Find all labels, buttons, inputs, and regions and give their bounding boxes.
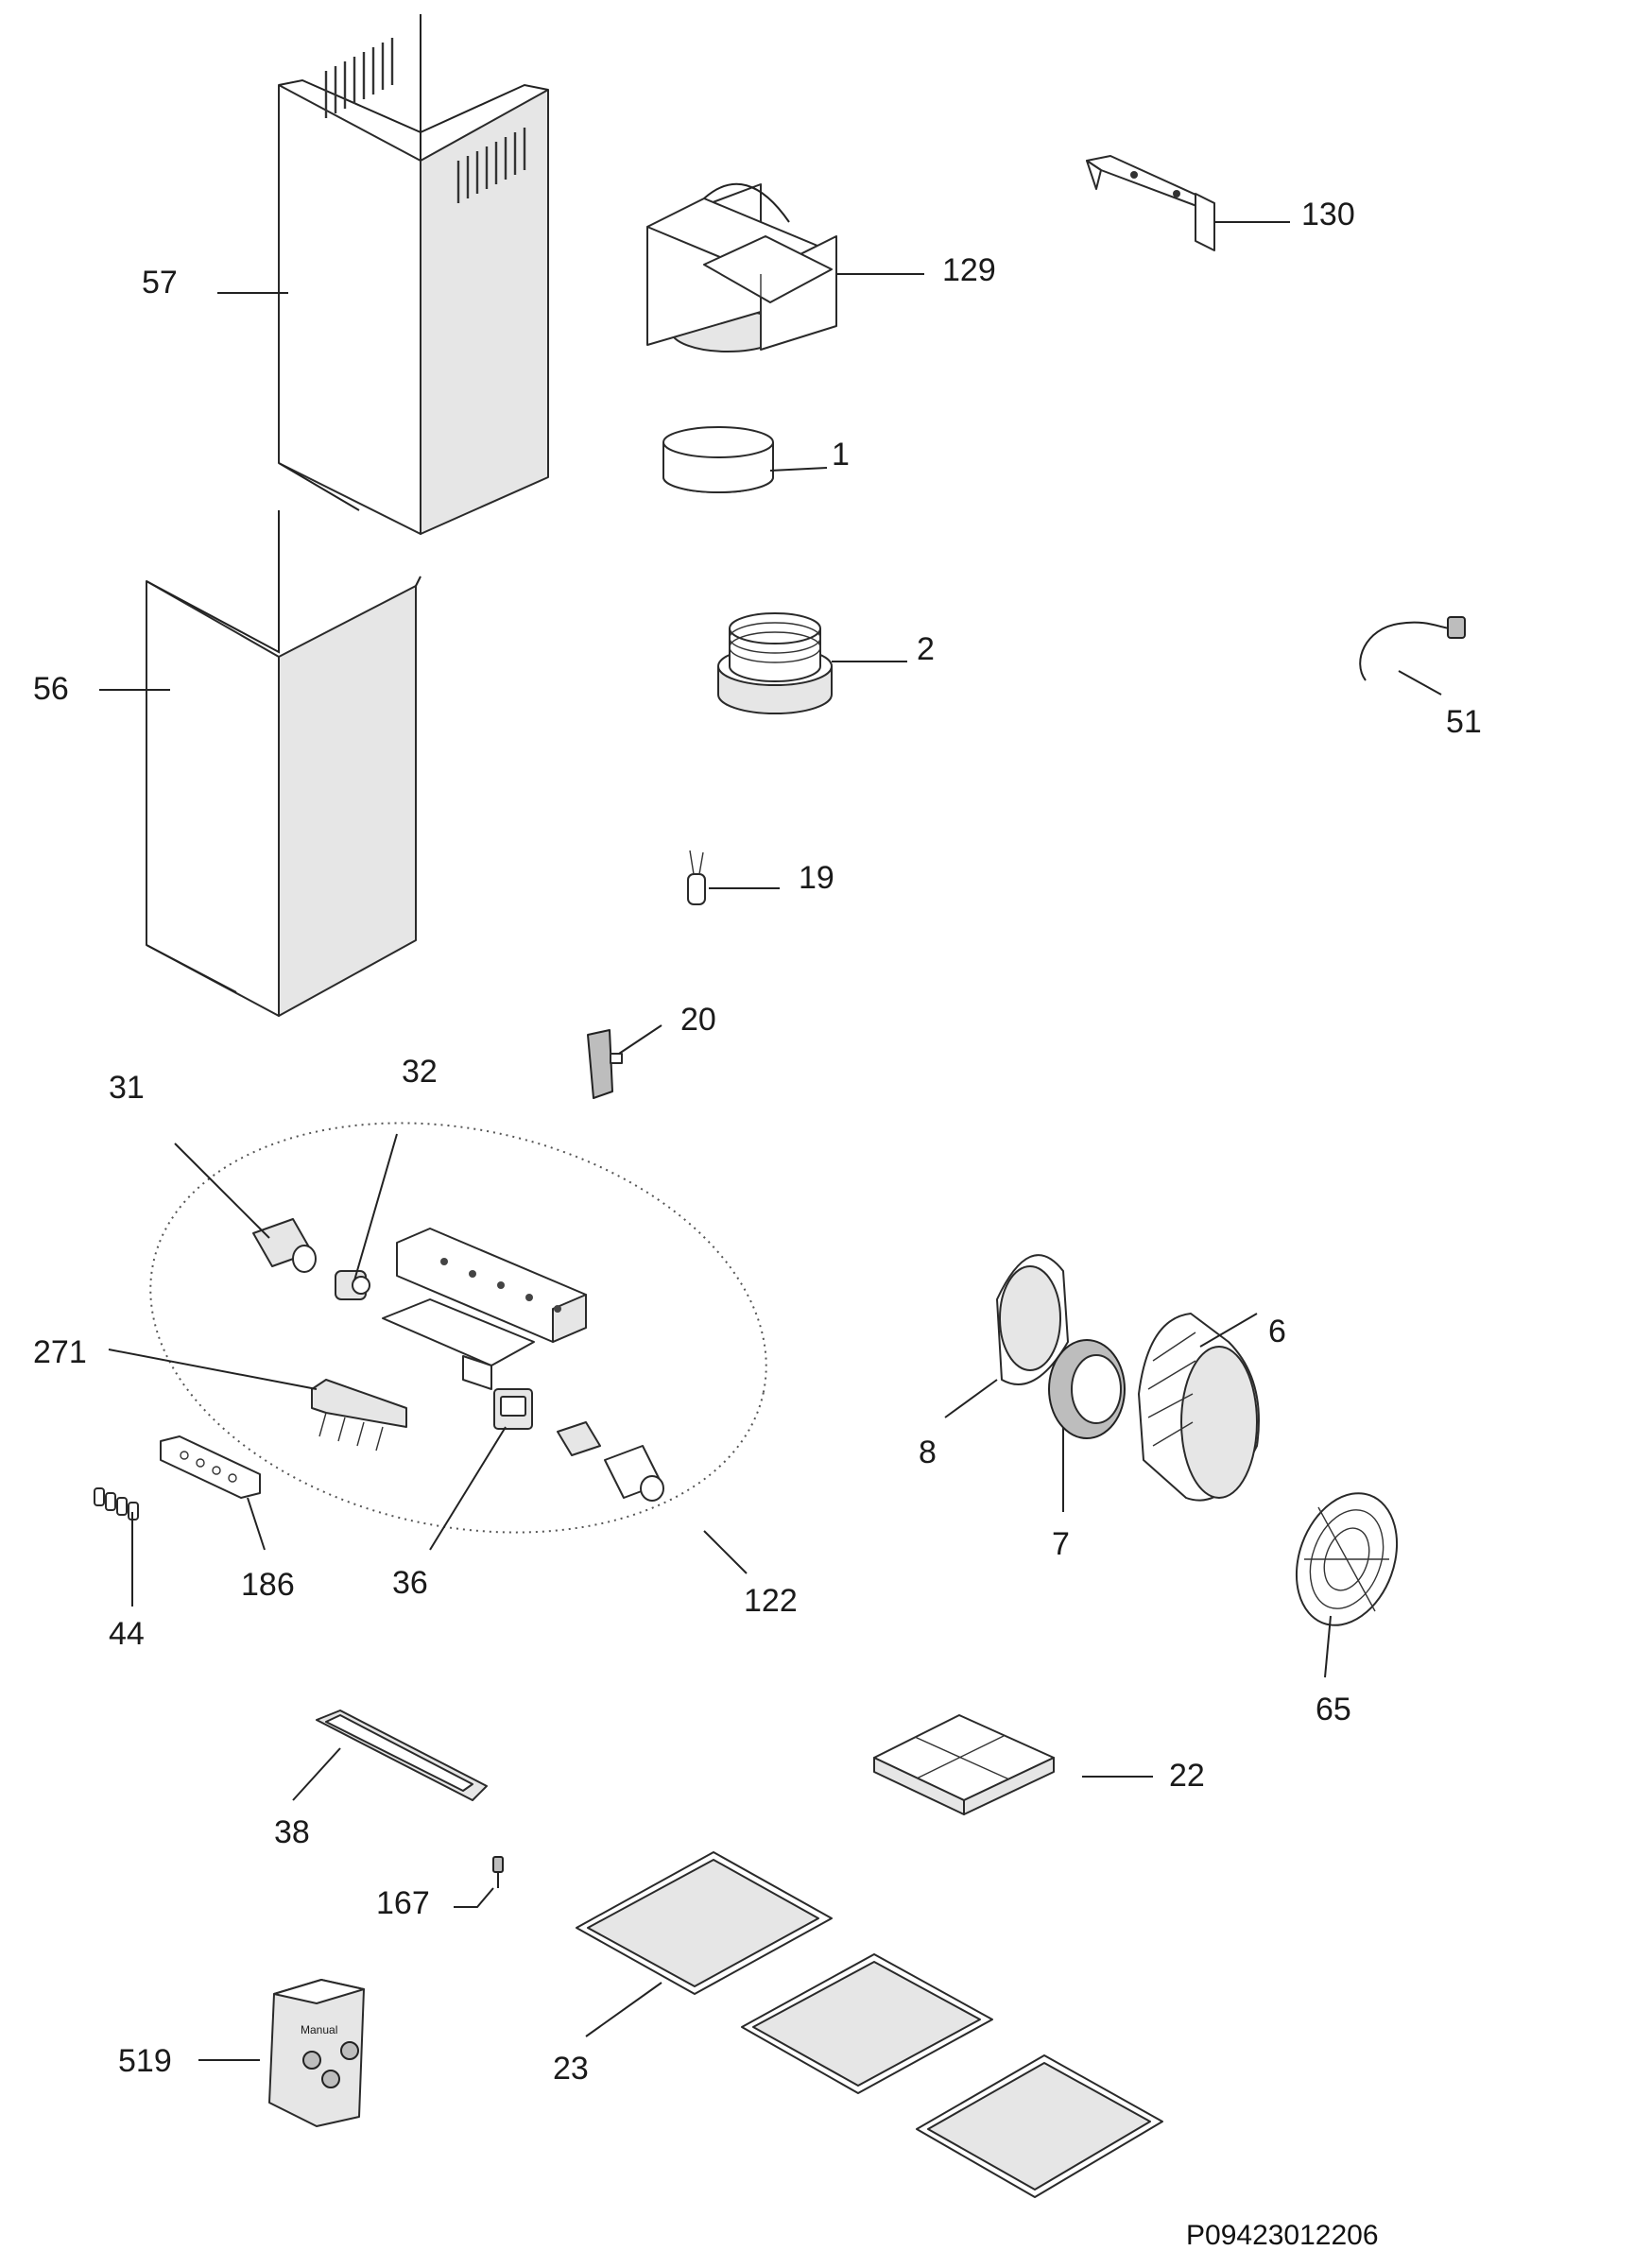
part-122-assembly-outline <box>149 1122 767 1534</box>
part-1-ring <box>662 426 774 493</box>
part-130-bracket <box>1086 155 1215 251</box>
callout-1: 1 <box>832 437 850 472</box>
lamp-holder-lower <box>557 1421 664 1502</box>
bag-manual-text: Manual <box>301 2023 337 2036</box>
callout-36: 36 <box>392 1565 428 1601</box>
callout-7: 7 <box>1052 1526 1070 1562</box>
part-22-carbon-filter <box>873 1714 1055 1815</box>
part-8-motor-plate <box>996 1254 1069 1385</box>
callout-271: 271 <box>33 1334 87 1370</box>
callout-20: 20 <box>680 1002 716 1038</box>
callout-51: 51 <box>1446 704 1482 740</box>
callout-2: 2 <box>917 631 935 667</box>
part-519-accessory-bag: Manual <box>268 1979 365 2127</box>
part-186-control-panel <box>160 1435 261 1499</box>
part-271-switch-block <box>311 1379 407 1452</box>
leader-lines <box>99 221 1442 2061</box>
callout-44: 44 <box>109 1616 145 1652</box>
part-51-cable <box>1359 616 1466 681</box>
part-6-fan-wheel <box>1138 1313 1260 1502</box>
part-56-lower-chimney <box>146 510 421 1017</box>
part-7-motor <box>1048 1339 1126 1439</box>
callout-labels: 57 56 129 130 1 2 51 19 20 31 32 271 186… <box>33 197 1482 2087</box>
callout-32: 32 <box>402 1054 438 1090</box>
diagram-code: P09423012206 <box>1186 2220 1379 2251</box>
part-129-duct-adapter <box>646 182 837 352</box>
callout-65: 65 <box>1316 1692 1351 1727</box>
callout-167: 167 <box>376 1885 430 1921</box>
callout-22: 22 <box>1169 1758 1205 1794</box>
part-167-screw <box>492 1856 504 1888</box>
callout-56: 56 <box>33 671 69 707</box>
vent-slots-front <box>324 38 394 118</box>
callout-122: 122 <box>744 1583 798 1619</box>
vent-slots-side <box>456 128 526 203</box>
part-57-upper-chimney <box>278 14 549 535</box>
part-2-duct-connector <box>717 612 833 714</box>
callout-19: 19 <box>799 860 834 896</box>
part-31-lamp-holder <box>252 1218 317 1273</box>
part-65-grille <box>1295 1492 1399 1626</box>
callout-519: 519 <box>118 2043 172 2079</box>
part-23-grease-filters <box>576 1851 1163 2198</box>
part-20-knob <box>587 1029 623 1099</box>
callout-31: 31 <box>109 1070 145 1106</box>
callout-23: 23 <box>553 2051 589 2087</box>
control-box-frame <box>382 1228 587 1390</box>
part-36-switch <box>493 1388 533 1430</box>
part-44-buttons <box>94 1487 139 1521</box>
callout-129: 129 <box>942 252 996 288</box>
callout-186: 186 <box>241 1567 295 1603</box>
part-38-light-cover <box>316 1710 488 1801</box>
callout-38: 38 <box>274 1814 310 1850</box>
callout-6: 6 <box>1268 1314 1286 1349</box>
part-32-lamp-socket <box>335 1270 370 1300</box>
callout-57: 57 <box>142 265 178 301</box>
part-19-capacitor <box>687 850 706 905</box>
callout-130: 130 <box>1301 197 1355 232</box>
callout-8: 8 <box>919 1435 937 1470</box>
